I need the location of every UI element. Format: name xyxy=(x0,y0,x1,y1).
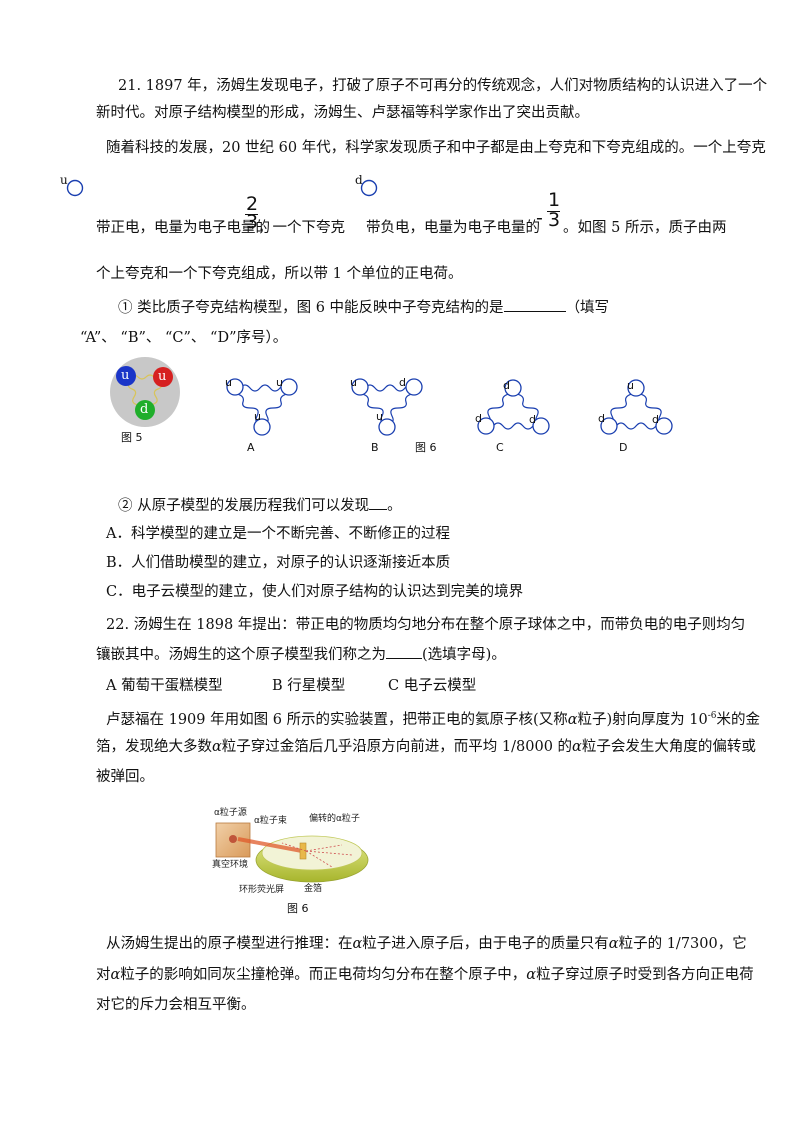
q22-para-line-1-part-b: 粒子进入原子后，由于电子的质量只有 xyxy=(362,936,609,952)
label-gold-foil: 金箔 xyxy=(304,884,323,894)
alpha-symbol: α xyxy=(110,967,121,983)
q21-sub1-line-2: “A”、 “B”、 “C”、 “D”序号）。 xyxy=(80,330,288,346)
figure-6-caption: 图 6 xyxy=(415,441,437,454)
label-ring-screen: 环形荧光屏 xyxy=(239,885,285,895)
down-quark-symbol-label: d xyxy=(355,173,363,187)
q22-line-2-part-b: (选填字母)。 xyxy=(422,647,506,663)
label-alpha-beam: α粒子束 xyxy=(254,816,287,826)
q22-para-line-2-part-a: 对 xyxy=(96,967,111,983)
q22-line-3-part-c: 米的金 xyxy=(716,711,761,728)
q22-line-2: 镶嵌其中。汤姆生的这个原子模型我们称之为 (选填字母)。 xyxy=(96,645,506,665)
fraction-1-bar xyxy=(245,214,258,215)
q21-sub1-text: ① 类比质子夸克结构模型，图 6 中能反映中子夸克结构的是 （填写 xyxy=(118,298,609,318)
q21-option-c: C．电子云模型的建立，使人们对原子结构的认识达到完美的境界 xyxy=(106,584,524,600)
figure-5-quark-label-top-left: u xyxy=(121,368,130,383)
figure-5-quark-label-top-right: u xyxy=(158,369,167,384)
figure-6-option-b-diagram xyxy=(351,378,423,436)
fraction-2-denominator: 3 xyxy=(548,209,561,231)
q22-line-4: 箔，发现绝大多数α粒子穿过金箔后几乎沿原方向前进，而平均 1/8000 的α粒子… xyxy=(96,737,756,757)
q22-line-2-part-a: 镶嵌其中。汤姆生的这个原子模型我们称之为 xyxy=(96,647,386,663)
q21-line-1: 21. 1897 年，汤姆生发现电子，打破了原子不可再分的传统观念，人们对物质结… xyxy=(118,78,768,94)
fraction-1-numerator: 2 xyxy=(246,193,259,215)
apparatus-figure-caption: 图 6 xyxy=(287,902,309,915)
q21-line-4-part-c: 带负电，电量为电子电量的 xyxy=(366,220,540,236)
q22-choice-b: B 行星模型 xyxy=(272,678,346,694)
label-alpha-source: α粒子源 xyxy=(214,808,247,818)
q21-line-3: 随着科技的发展，20 世纪 60 年代，科学家发现质子和中子都是由上夸克和下夸克… xyxy=(106,140,766,156)
q22-line-3: 卢瑟福在 1909 年用如图 6 所示的实验装置，把带正电的氦原子核(又称α粒子… xyxy=(106,706,760,730)
rutherford-apparatus-illustration xyxy=(215,822,369,883)
option-a-letter: A xyxy=(247,441,255,454)
q22-para-line-2: 对α粒子的影响如同灰尘撞枪弹。而正电荷均匀分布在整个原子中，α粒子穿过原子时受到… xyxy=(96,965,754,985)
q21-sub2-end: 。 xyxy=(387,498,402,514)
q21-sub1-answer-blank[interactable] xyxy=(503,311,566,312)
option-b-quark-bottom: u xyxy=(376,410,383,423)
figure-5-proton-diagram xyxy=(110,357,180,427)
q22-para-line-1-part-c: 粒子的 1/7300，它 xyxy=(618,936,747,952)
q21-line-2: 新时代。对原子结构模型的形成，汤姆生、卢瑟福等科学家作出了突出贡献。 xyxy=(96,105,589,121)
fraction-2-numerator: 1 xyxy=(548,189,561,211)
figure-6-option-d-diagram xyxy=(600,379,673,435)
alpha-symbol: α xyxy=(212,739,222,755)
figure-6-option-a-diagram xyxy=(226,378,298,436)
q21-sub2-answer-blank[interactable] xyxy=(369,509,388,510)
q22-para-line-2-part-c: 粒子穿过原子时受到各方向正电荷 xyxy=(536,967,754,983)
q21-option-b: B．人们借助模型的建立，对原子的认识逐渐接近本质 xyxy=(106,555,451,571)
q21-line-5: 个上夸克和一个下夸克组成，所以带 1 个单位的正电荷。 xyxy=(96,266,463,282)
label-deflected-alpha: 偏转的α粒子 xyxy=(309,814,360,824)
q21-sub1-part-a: ① 类比质子夸克结构模型，图 6 中能反映中子夸克结构的是 xyxy=(118,300,504,316)
q22-para-line-1-part-a: 从汤姆生提出的原子模型进行推理：在 xyxy=(106,936,353,952)
figure-6-option-c-diagram xyxy=(477,379,550,435)
exponent: -6 xyxy=(707,711,717,721)
option-d-quark-top: u xyxy=(627,379,634,392)
q21-line-4-part-a: 带正电，电量为电子电量的 xyxy=(96,220,270,236)
option-b-quark-top-right: d xyxy=(399,376,406,389)
option-d-quark-left: d xyxy=(598,412,605,425)
option-d-quark-right: d xyxy=(652,413,659,426)
q22-line-1: 22. 汤姆生在 1898 年提出：带正电的物质均匀地分布在整个原子球体之中，而… xyxy=(106,617,746,633)
option-a-quark-top-right: u xyxy=(276,376,283,389)
option-b-quark-top-left: u xyxy=(350,376,357,389)
option-c-quark-right: d xyxy=(529,413,536,426)
option-a-quark-top-left: u xyxy=(225,376,232,389)
option-c-quark-top: d xyxy=(503,379,510,392)
alpha-symbol: α xyxy=(567,711,578,728)
up-quark-circle-icon xyxy=(66,179,84,197)
q21-line-4-part-b: ，一个下夸克 xyxy=(258,220,345,236)
option-c-quark-left: d xyxy=(475,412,482,425)
q22-para-line-2-part-b: 粒子的影响如同灰尘撞枪弹。而正电荷均匀分布在整个原子中， xyxy=(120,967,527,983)
q22-line-4-part-b: 粒子穿过金箔后几乎沿原方向前进，而平均 1/8000 的 xyxy=(221,739,573,755)
alpha-symbol: α xyxy=(572,739,582,755)
option-c-letter: C xyxy=(496,441,504,454)
fraction-1-denominator: 3 xyxy=(246,211,259,233)
down-quark-circle-icon xyxy=(360,179,378,197)
figure-5-quark-label-bottom: d xyxy=(140,402,149,417)
q22-line-5: 被弹回。 xyxy=(96,769,154,785)
q22-para-line-3: 对它的斥力会相互平衡。 xyxy=(96,997,256,1013)
q22-line-3-part-a: 卢瑟福在 1909 年用如图 6 所示的实验装置，把带正电的氦原子核(又称 xyxy=(106,711,568,728)
q22-choice-c: C 电子云模型 xyxy=(388,678,477,694)
fraction-2-sign: - xyxy=(536,207,543,229)
alpha-symbol: α xyxy=(352,936,363,952)
q22-line-3-part-b: 粒子)射向厚度为 10 xyxy=(577,711,708,728)
q22-para-line-1: 从汤姆生提出的原子模型进行推理：在α粒子进入原子后，由于电子的质量只有α粒子的 … xyxy=(106,934,747,954)
figure-5-caption: 图 5 xyxy=(121,431,143,444)
label-vacuum: 真空环境 xyxy=(212,860,249,870)
q21-sub1-part-b: （填写 xyxy=(565,300,610,316)
fraction-2-bar xyxy=(547,211,560,212)
q21-option-a: A．科学模型的建立是一个不断完善、不断修正的过程 xyxy=(106,526,450,542)
q22-choice-a: A 葡萄干蛋糕模型 xyxy=(106,678,223,694)
alpha-symbol: α xyxy=(526,967,537,983)
alpha-symbol: α xyxy=(608,936,619,952)
q22-line-4-part-c: 粒子会发生大角度的偏转或 xyxy=(581,739,756,755)
q21-sub2-part-a: ② 从原子模型的发展历程我们可以发现 xyxy=(118,498,370,514)
q22-line-4-part-a: 箔，发现绝大多数 xyxy=(96,739,212,755)
up-quark-symbol-label: u xyxy=(60,173,68,187)
option-d-letter: D xyxy=(619,441,628,454)
q21-sub2-text: ② 从原子模型的发展历程我们可以发现 。 xyxy=(118,496,402,516)
q21-line-4-part-d: 。如图 5 所示，质子由两 xyxy=(563,220,727,236)
q22-answer-blank[interactable] xyxy=(386,658,422,659)
option-b-letter: B xyxy=(371,441,379,454)
option-a-quark-bottom: u xyxy=(254,410,261,423)
